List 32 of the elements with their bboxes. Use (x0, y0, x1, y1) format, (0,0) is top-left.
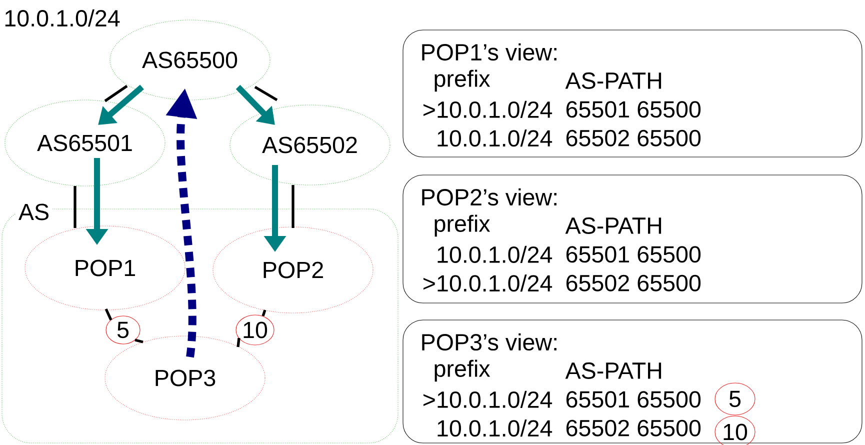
prefix-cell: >10.0.1.0/24 (424, 100, 552, 118)
view-heading: POP2’s view: (422, 188, 556, 206)
path-cell: 65501 65500 (566, 391, 701, 408)
prefix-cell: 10.0.1.0/24 (438, 246, 552, 263)
path-cell: 65501 65500 (566, 101, 701, 118)
view-box (402, 320, 862, 444)
link-line (236, 338, 240, 348)
prefix-cell: >10.0.1.0/24 (424, 390, 552, 408)
column-header: prefix (434, 214, 490, 237)
column-header: prefix (434, 360, 490, 382)
column-header: AS-PATH (565, 72, 662, 89)
link-line (104, 84, 128, 102)
link-line (104, 308, 112, 321)
link-line (74, 186, 76, 228)
prefix-cell: 10.0.1.0/24 (438, 420, 552, 437)
link-line (292, 185, 294, 228)
path-cell: 65502 65500 (566, 274, 701, 292)
column-header: prefix (434, 70, 490, 92)
path-cell: 65502 65500 (566, 130, 701, 146)
path-cell: 65502 65500 (566, 420, 701, 436)
view-box (402, 174, 862, 304)
prefix-cell: >10.0.1.0/24 (424, 274, 552, 292)
path-cell: 65501 65500 (566, 246, 701, 263)
view-heading: POP1’s view: (422, 43, 556, 61)
prefix-cell: 10.0.1.0/24 (438, 130, 552, 147)
link-line (254, 86, 278, 102)
column-header: AS-PATH (565, 217, 662, 234)
view-heading: POP3’s view: (422, 333, 556, 351)
column-header: AS-PATH (565, 362, 662, 379)
view-box (402, 30, 862, 158)
link-line (134, 338, 144, 344)
link-line (262, 310, 266, 316)
